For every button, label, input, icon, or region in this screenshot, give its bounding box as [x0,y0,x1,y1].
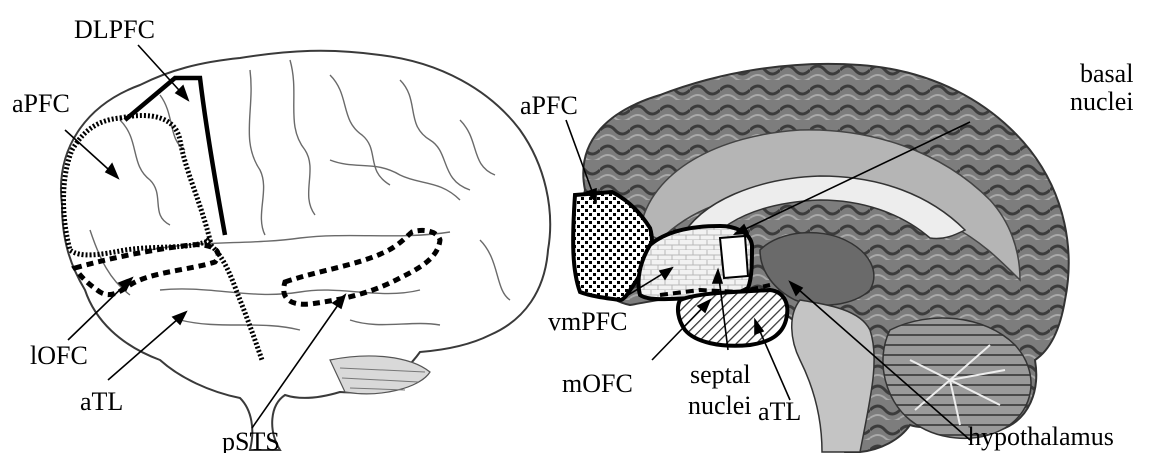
label-basal-nuclei-line1: basal [1080,59,1133,88]
label-apfc-medial: aPFC [520,91,578,120]
label-apfc-lateral: aPFC [12,89,70,118]
label-atl-medial: aTL [758,397,801,426]
medial-brain-panel: aPFC basal nuclei vmPFC mOFC septal nucl… [520,59,1134,452]
label-mofc: mOFC [562,369,633,398]
cerebellum-lateral [330,356,430,394]
label-septal-nuclei-line1: septal [690,360,751,389]
label-psts: pSTS [222,427,280,453]
label-atl-lateral: aTL [80,387,123,416]
label-basal-nuclei-line2: nuclei [1070,87,1134,116]
label-septal-nuclei-line2: nuclei [688,391,752,420]
atl-region-medial [678,290,787,346]
septal-nuclei-region [720,236,748,278]
label-hypothalamus: hypothalamus [968,422,1114,451]
brainstem [792,300,874,452]
lateral-brain-panel: DLPFC aPFC lOFC aTL pSTS [12,15,550,453]
label-lofc: lOFC [30,341,88,370]
label-vmpfc: vmPFC [548,307,628,336]
label-dlpfc: DLPFC [74,15,155,44]
